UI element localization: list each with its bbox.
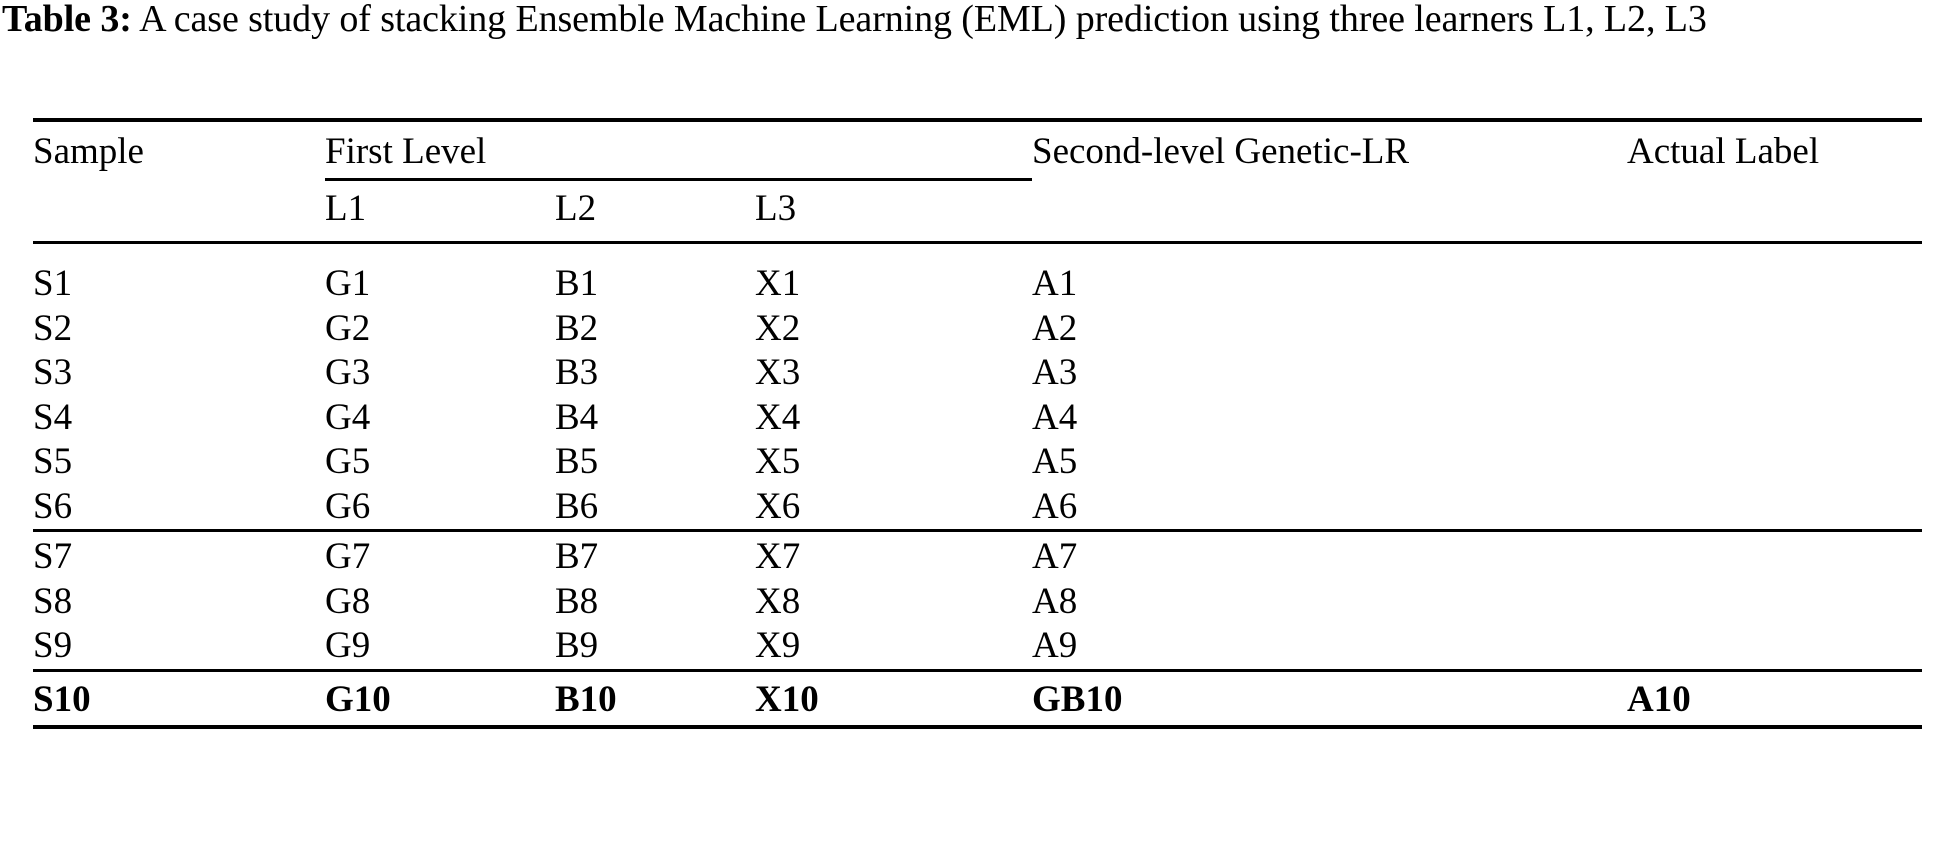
cell-second-level: A1 [1032,263,1078,304]
table-row: S5 G5 B5 X5 A5 [33,440,1922,485]
cell-second-level: GB10 [1032,678,1123,720]
cell-l1: G6 [325,485,371,527]
header-second-level: Second-level Genetic-LR [1032,131,1410,172]
cell-l3: X10 [755,678,819,720]
cell-l2: B7 [555,536,599,577]
cell-sample: S6 [33,485,73,527]
table-row: S1 G1 B1 X1 A1 [33,262,1922,307]
cell-second-level: A5 [1032,441,1078,482]
table-caption: Table 3: A case study of stacking Ensemb… [2,0,1952,43]
cell-second-level: A4 [1032,396,1078,438]
cell-l1: G9 [325,625,371,666]
cell-sample: S1 [33,263,73,304]
rule-after-s6 [33,529,1922,533]
rule-after-s9-line [33,668,1922,673]
cell-second-level: A9 [1032,625,1078,666]
cell-l2: B5 [555,441,599,482]
cell-sample: S7 [33,536,73,577]
header-row-group: Sample First Level Second-level Genetic-… [33,122,1922,181]
cell-second-level: A3 [1032,352,1078,393]
header-row-sub: L1 L2 L3 [33,180,1922,243]
cell-l3: X2 [755,307,801,349]
cell-l3: X1 [755,263,801,304]
header-sub-l1: L1 [325,188,367,229]
cell-l1: G2 [325,307,371,349]
table-row: S6 G6 B6 X6 A6 [33,485,1922,531]
header-sub-l3: L3 [755,188,797,229]
cell-second-level: A7 [1032,536,1078,577]
caption-label: Table 3: [2,0,132,40]
cell-l3: X3 [755,352,801,393]
cell-sample: S10 [33,678,91,720]
cell-actual-label [1627,580,1922,625]
table-row: S3 G3 B3 X3 A3 [33,351,1922,396]
cell-l3: X8 [755,580,801,622]
header-sub-l2: L2 [555,188,597,229]
cell-actual-label [1627,440,1922,485]
cell-sample: S2 [33,307,73,349]
rule-bottom-line [33,724,1922,731]
header-actual-label: Actual Label [1627,131,1820,172]
spacer-after-header [33,244,1922,262]
cell-l2: B9 [555,625,599,666]
cell-actual-label [1627,396,1922,441]
cell-actual-label [1627,262,1922,307]
cell-l2: B10 [555,678,617,720]
table-row: S7 G7 B7 X7 A7 [33,532,1922,580]
cell-actual-label: A10 [1627,678,1691,720]
cell-actual-label [1627,351,1922,396]
table-row: S2 G2 B2 X2 A2 [33,307,1922,352]
cell-l3: X9 [755,625,801,666]
header-sub-blank [33,180,325,243]
cell-actual-label [1627,532,1922,580]
cell-actual-label [1627,624,1922,670]
table-row: S10 G10 B10 X10 GB10 A10 [33,672,1922,727]
cell-l1: G10 [325,678,391,720]
cell-second-level: A6 [1032,485,1078,527]
cell-sample: S9 [33,625,73,666]
results-table: Sample First Level Second-level Genetic-… [33,118,1922,731]
cell-l1: G8 [325,580,371,622]
rule-after-s6-line [33,529,1922,533]
cell-l2: B3 [555,352,599,393]
header-sub-blank-actual [1627,180,1922,243]
cell-actual-label [1627,485,1922,531]
cell-sample: S4 [33,396,73,438]
cell-l2: B1 [555,263,599,304]
cell-second-level: A2 [1032,307,1078,349]
cell-l1: G3 [325,352,371,393]
cell-l3: X6 [755,485,801,527]
cell-l3: X4 [755,396,801,438]
cell-sample: S5 [33,441,73,482]
caption-text: A case study of stacking Ensemble Machin… [131,0,1707,40]
cell-sample: S3 [33,352,73,393]
cell-l2: B2 [555,307,599,349]
table-row: S4 G4 B4 X4 A4 [33,396,1922,441]
cell-l2: B6 [555,485,599,527]
cell-l1: G7 [325,536,371,577]
rule-below-header [33,241,1922,245]
cell-l1: G5 [325,441,371,482]
cell-l2: B4 [555,396,599,438]
header-first-level: First Level [325,122,1032,181]
cell-l1: G1 [325,263,371,304]
rule-bottom [33,724,1922,731]
cell-l1: G4 [325,396,371,438]
cell-l3: X5 [755,441,801,482]
cell-actual-label [1627,307,1922,352]
header-sample: Sample [33,131,144,172]
table-row: S8 G8 B8 X8 A8 [33,580,1922,625]
cell-l2: B8 [555,580,599,622]
rule-after-s9 [33,668,1922,673]
cell-l3: X7 [755,536,801,577]
table-container: Sample First Level Second-level Genetic-… [33,118,1922,731]
cell-second-level: A8 [1032,580,1078,622]
header-sub-blank-second [1032,180,1627,243]
cell-sample: S8 [33,580,73,622]
rule-below-header-line [33,241,1922,245]
table-row: S9 G9 B9 X9 A9 [33,624,1922,670]
